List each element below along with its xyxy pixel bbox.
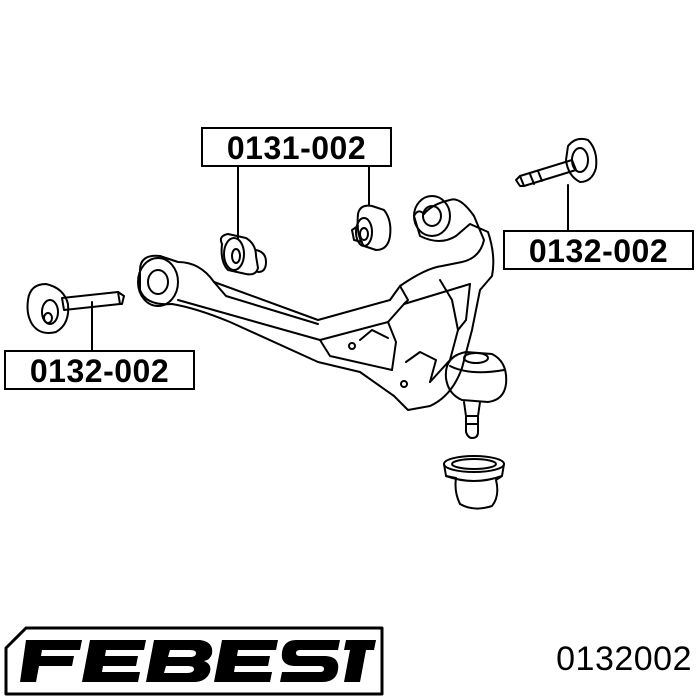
front-pivot-bore <box>147 269 169 295</box>
logo-frame <box>4 626 384 696</box>
cam-bolt-left-boss <box>43 312 53 324</box>
cam-bolt-icon-2 <box>26 283 125 334</box>
callout-cam-bolt-left: 0132-002 <box>4 350 195 390</box>
ball-joint-neck <box>463 401 481 417</box>
bushing-right-face <box>355 217 373 247</box>
bushing-right-bore <box>359 227 369 241</box>
ball-joint-cap <box>463 352 489 364</box>
arm-hole-2 <box>400 380 408 388</box>
ball-joint-boot-icon <box>443 455 505 510</box>
ball-joint-body <box>444 351 508 403</box>
bushing-left-face <box>223 237 245 271</box>
arm-rib-6 <box>439 279 459 331</box>
cam-bolt-right-tip <box>515 175 525 187</box>
cam-bolt-left-head <box>41 299 59 325</box>
bushing-right-body <box>356 204 392 251</box>
cam-bolt-right-thread <box>529 170 543 185</box>
bushing-right-flange <box>351 225 363 243</box>
control-arm-outline <box>139 198 495 411</box>
arm-rib-4 <box>399 285 409 305</box>
boot-lip <box>445 475 503 482</box>
callout-cam-bolt-right: 0132-002 <box>503 230 694 270</box>
boot-top-opening <box>451 458 497 470</box>
arm-rib-11 <box>213 281 319 325</box>
ball-joint-icon <box>444 351 508 439</box>
bushing-left-body <box>219 233 259 276</box>
logo-letters <box>20 640 376 682</box>
leader-lines <box>91 166 569 351</box>
rear-pivot-bore <box>422 205 442 227</box>
arm-hole-1 <box>348 342 356 350</box>
febest-logo <box>4 626 384 696</box>
cam-bolt-left-tip <box>117 291 125 305</box>
ball-joint-stud <box>465 415 479 439</box>
cam-bolt-right-washer <box>565 137 598 183</box>
arm-rib-2 <box>319 339 393 371</box>
cam-bolt-left-washer <box>26 283 70 334</box>
cam-bolt-right-head <box>571 147 589 173</box>
arm-rib-9 <box>359 329 389 341</box>
boot-body <box>443 463 505 510</box>
callout-bushing-0131-002: 0131-002 <box>201 127 392 167</box>
arm-rib-1 <box>177 299 405 341</box>
cam-bolt-left-shaft <box>61 291 121 311</box>
bushing-left-bore <box>231 248 241 264</box>
bushing-icon <box>219 233 267 276</box>
arm-rib-5 <box>387 321 397 371</box>
arm-rib-10 <box>405 351 437 383</box>
ball-joint-top <box>449 365 505 374</box>
arm-rib-8 <box>457 283 471 331</box>
front-pivot-eye <box>137 257 179 307</box>
bushing-left-sleeve <box>255 249 267 273</box>
cam-bolt-icon <box>515 137 598 187</box>
part-number: 0132002 <box>556 640 692 678</box>
arm-rib-3 <box>403 283 471 305</box>
bushing-icon-2 <box>351 204 392 251</box>
rear-pivot-eye <box>413 195 451 237</box>
control-arm-icon <box>137 195 495 411</box>
